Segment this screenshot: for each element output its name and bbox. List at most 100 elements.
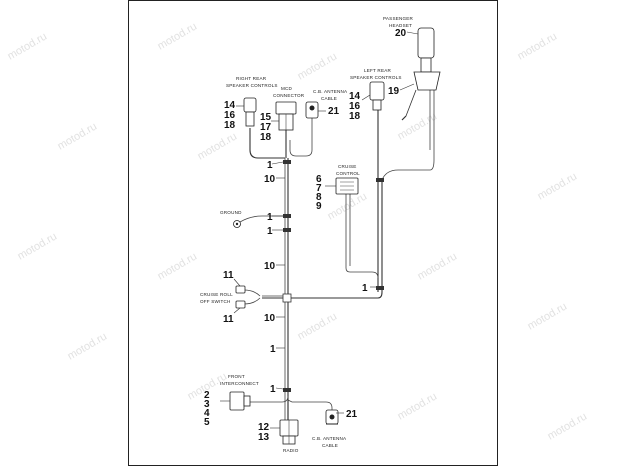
callout-cc-6: 6 [316,174,322,185]
roll-off-label-1: CRUISE ROLL [200,292,233,297]
wire-harness [239,70,435,420]
front-interconnect-label-1: FRONT [228,374,245,379]
callout-cb-top-21: 21 [328,106,340,117]
rr-speaker-label-1: RIGHT REAR [236,76,267,81]
watermark: motod.ru [416,250,460,282]
callout-1-f: 1 [270,384,276,395]
lr-speaker-label-1: LEFT REAR [364,68,391,73]
callout-11-top: 11 [223,270,234,281]
cb-antenna-top-connector [305,101,319,119]
callout-19: 19 [388,86,400,97]
ground-terminal [233,220,241,228]
mcd-connector [275,101,297,131]
headset-wire [381,84,435,181]
passenger-headset-label-2: HEADSET [389,23,412,28]
watermark: motod.ru [296,310,340,342]
callout-cc-7: 7 [316,183,322,194]
component-labels: PASSENGER HEADSET RIGHT REAR SPEAKER CON… [200,16,414,453]
front-interconnect-connector [229,391,251,411]
watermark: motod.ru [396,110,440,142]
callout-cb-bottom-21: 21 [346,409,358,420]
lr-speaker-connector [369,81,385,111]
callout-1-b: 1 [267,212,273,223]
cruise-control-label-1: CRUISE [338,164,357,169]
callout-rr-14: 14 [224,100,236,111]
callout-mcd-18: 18 [260,132,272,143]
callout-r-12: 12 [258,422,270,433]
cb-antenna-bottom-connector [325,409,339,425]
harness-bands [282,160,384,392]
callout-1-c: 1 [267,226,273,237]
rr-speaker-connector [243,97,257,127]
passenger-headset-label-1: PASSENGER [383,16,414,21]
lr-speaker-label-2: SPEAKER CONTROLS [350,75,402,80]
roll-off-wire-bottom [243,297,261,305]
watermark: motod.ru [546,410,590,442]
mcd-label-2: CONNECTOR [273,93,305,98]
roll-off-switch-terminals [235,285,246,309]
callout-fi-5: 5 [204,417,210,428]
front-interconnect-wire [250,395,289,403]
watermark: motod.ru [56,120,100,152]
cb-bottom-label-2: CABLE [322,443,338,448]
watermark: motod.ru [296,50,340,82]
cb-top-label-1: C.B. ANTENNA [313,89,348,94]
cruise-control-wire [345,194,379,279]
callout-fi-4: 4 [204,408,210,419]
leader-lines [220,31,419,429]
watermark: motod.ru [326,190,370,222]
callout-10-c: 10 [264,313,276,324]
rr-speaker-label-2: SPEAKER CONTROLS [226,83,278,88]
callout-lr-16: 16 [349,101,361,112]
callout-rr-18: 18 [224,120,236,131]
ground-wire [239,215,285,223]
watermark: motod.ru [536,170,580,202]
watermark: motod.ru [516,30,560,62]
front-interconnect-label-2: INTERCONNECT [220,381,259,386]
callout-11-bottom: 11 [223,314,234,325]
callout-mcd-17: 17 [260,122,272,133]
watermark: motod.ru [66,330,110,362]
callout-20: 20 [395,28,407,39]
radio-connector [279,419,299,445]
cb-top-label-2: CABLE [321,96,337,101]
components [229,27,441,445]
watermark: motod.ru [526,300,570,332]
cb-bottom-wire [287,399,333,412]
cross-wire [262,180,383,299]
cb-bottom-label-1: C.B. ANTENNA [312,436,347,441]
roll-off-wire-top [243,289,261,297]
watermark: motod.ru [396,390,440,422]
callout-10-b: 10 [264,261,276,272]
callout-mcd-15: 15 [260,112,272,123]
watermark: motod.ru [196,130,240,162]
roll-off-label-2: OFF SWITCH [200,299,231,304]
watermark: motod.ru [6,30,50,62]
watermark-layer: motod.ru motod.ru motod.ru motod.ru moto… [6,20,590,442]
callout-rr-16: 16 [224,110,236,121]
callout-numbers: 20 19 14 16 18 15 17 18 21 14 16 18 6 7 … [204,28,407,443]
passenger-headset-connector [401,27,441,121]
callout-1-right: 1 [362,283,368,294]
callout-cc-9: 9 [316,201,322,212]
ground-label: GROUND [220,210,242,215]
callout-cc-8: 8 [316,192,322,203]
callout-r-13: 13 [258,432,270,443]
callout-lr-14: 14 [349,91,361,102]
cruise-control-connector [335,177,359,195]
mcd-label-1: MCD [281,86,293,91]
watermark: motod.ru [156,20,200,52]
radio-label: RADIO [283,448,299,453]
callout-fi-2: 2 [204,390,210,401]
rr-speaker-wire [249,128,285,159]
callout-10-a: 10 [264,174,276,185]
watermark: motod.ru [156,250,200,282]
callout-1-a: 1 [267,160,273,171]
cruise-control-label-2: CONTROL [336,171,360,176]
callout-fi-3: 3 [204,399,210,410]
callout-lr-18: 18 [349,111,361,122]
cb-top-wire [289,118,313,157]
callout-1-e: 1 [270,344,276,355]
watermark: motod.ru [16,230,60,262]
